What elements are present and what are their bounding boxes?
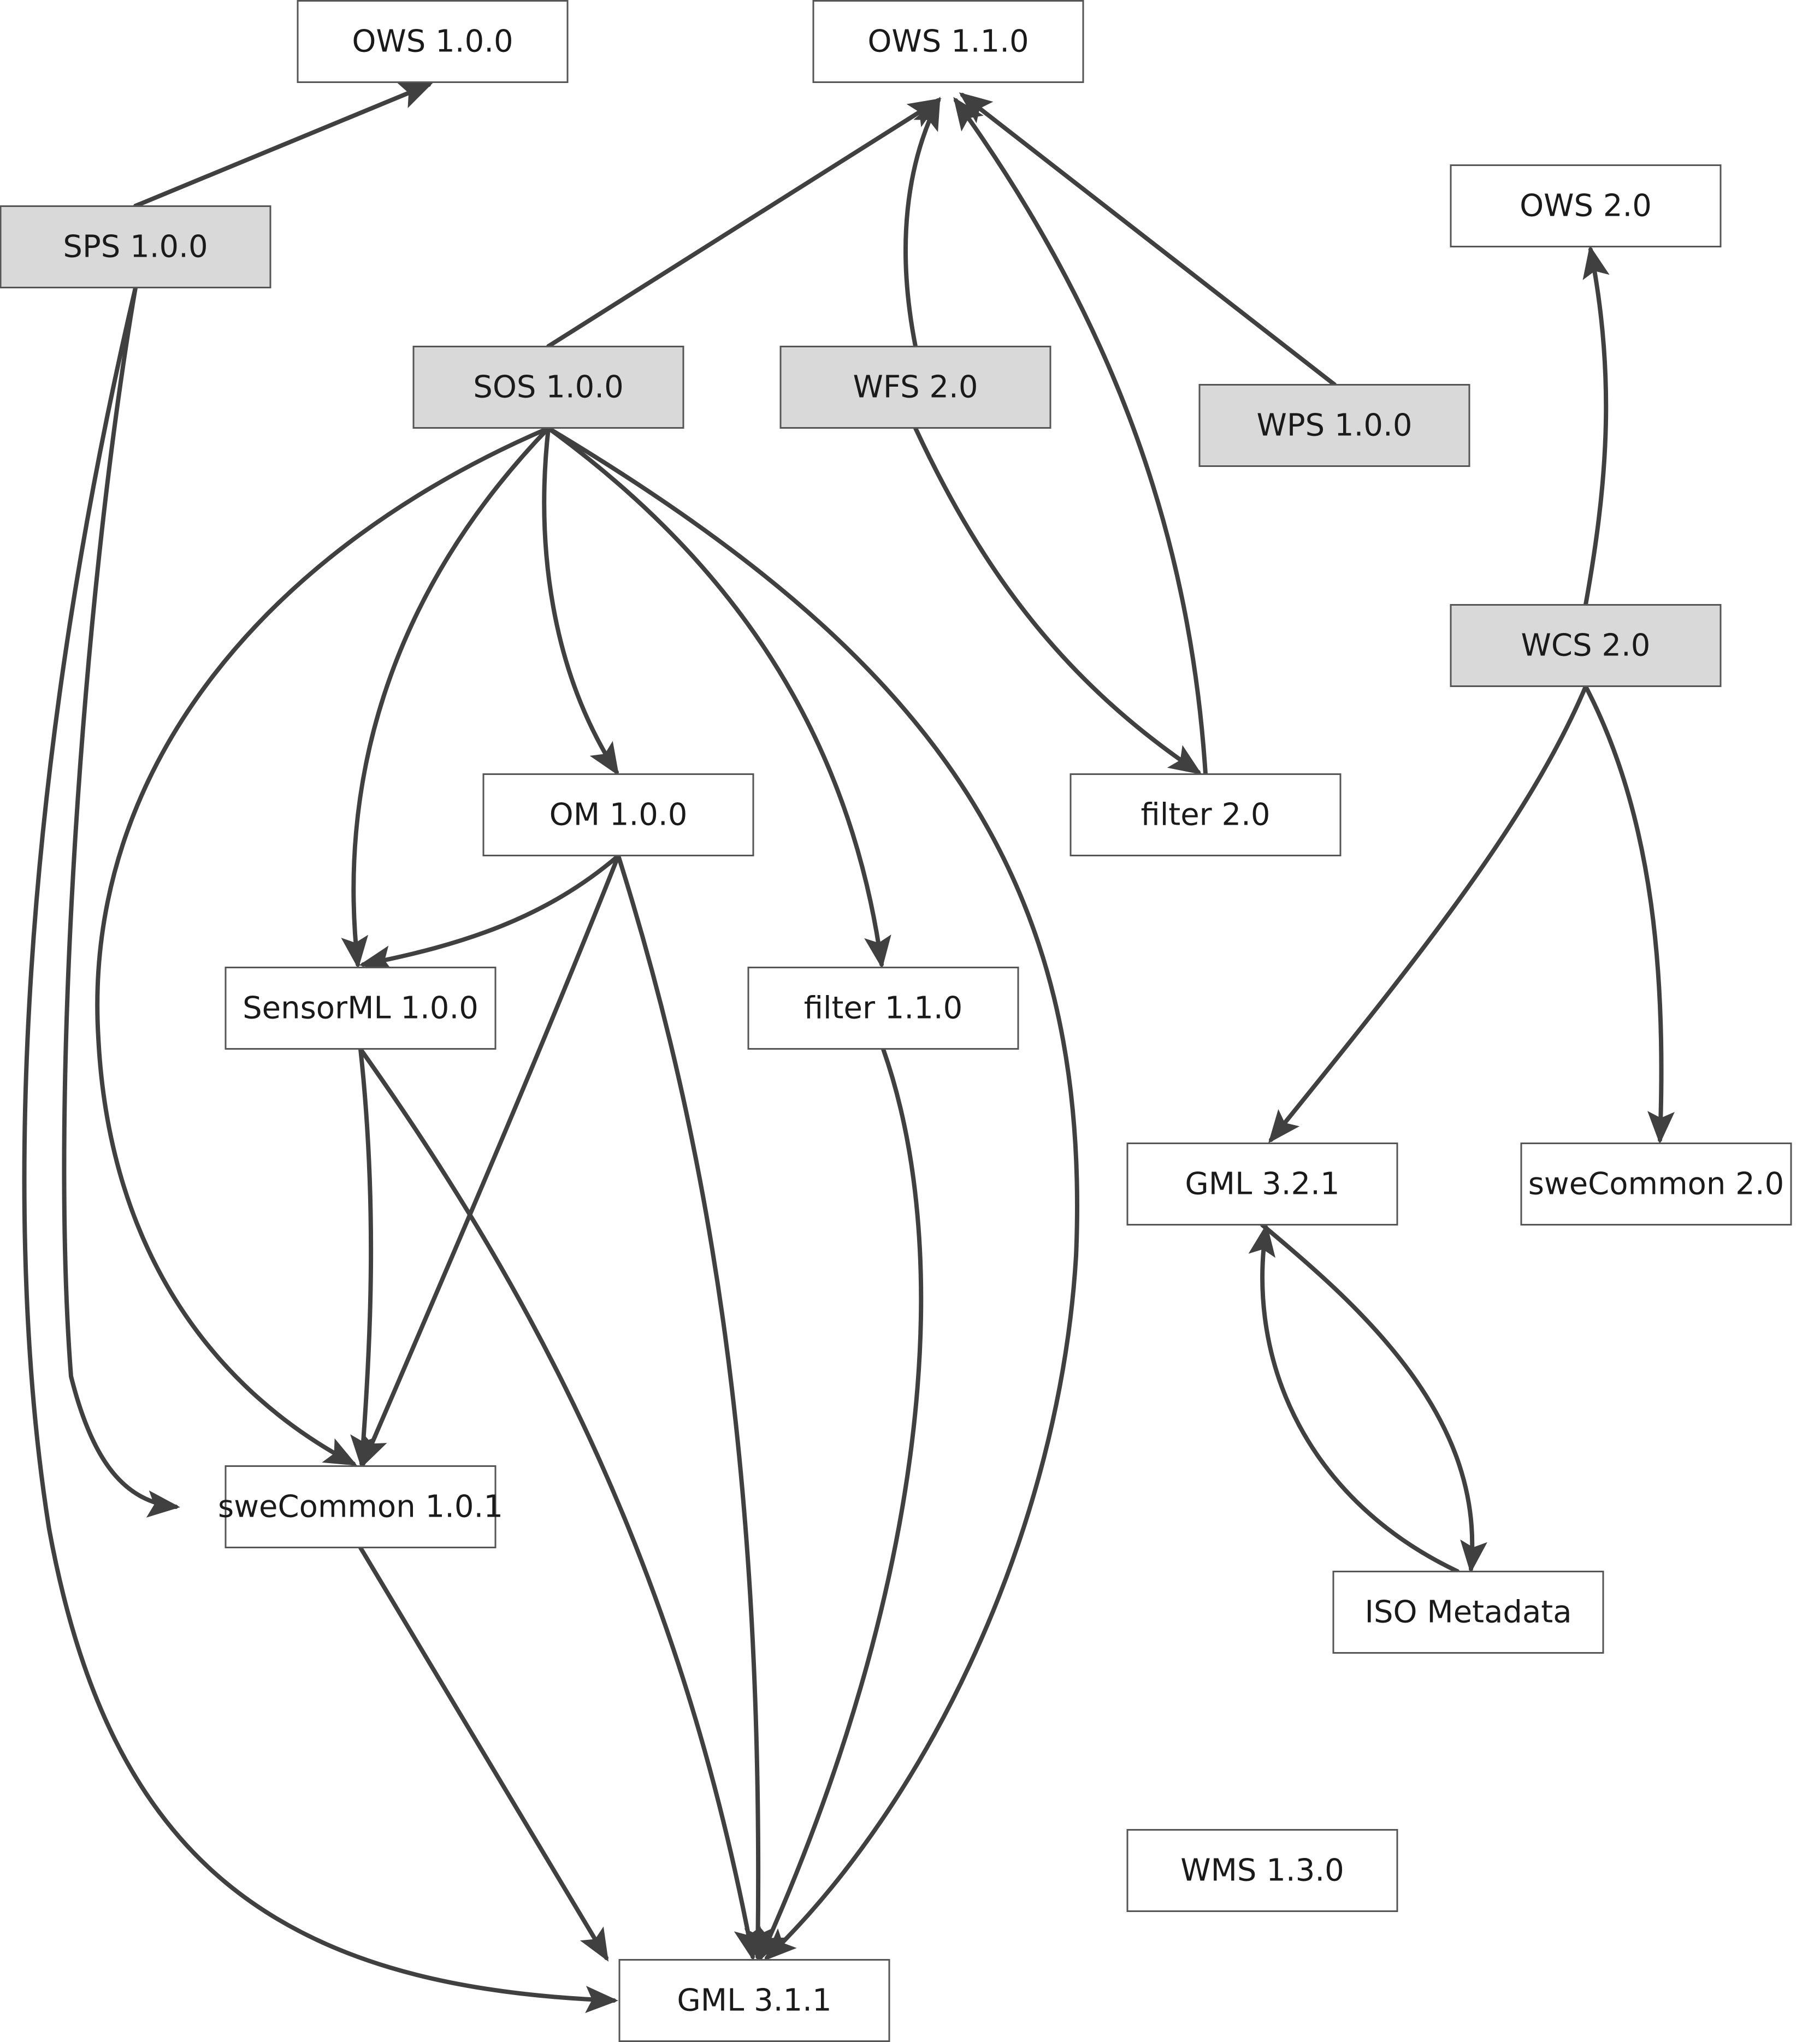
node-label: sweCommon 1.0.1 bbox=[218, 1489, 503, 1525]
node-box bbox=[0, 205, 271, 288]
node-label: SPS 1.0.0 bbox=[63, 229, 208, 265]
node-box bbox=[1450, 604, 1722, 687]
edge-sensorml100-to-swecommon101 bbox=[350, 1047, 377, 1468]
node-label: filter 2.0 bbox=[1141, 797, 1270, 833]
node-box bbox=[812, 0, 1084, 83]
edge-sos100-to-ows110 bbox=[546, 98, 942, 348]
node-box bbox=[747, 967, 1019, 1050]
node-box bbox=[412, 346, 684, 429]
node-box bbox=[482, 773, 754, 856]
node-wps100: WPS 1.0.0 bbox=[1198, 384, 1470, 467]
node-label: OM 1.0.0 bbox=[549, 797, 688, 833]
node-box bbox=[224, 1465, 497, 1548]
edge-sensorml100-to-gml311 bbox=[358, 1047, 761, 1961]
node-isometadata: ISO Metadata bbox=[1332, 1571, 1604, 1654]
node-label: OWS 1.0.0 bbox=[352, 24, 513, 60]
edge-sps100-to-gml311 bbox=[22, 286, 618, 2014]
node-box bbox=[1450, 164, 1722, 247]
node-wcs20: WCS 2.0 bbox=[1450, 604, 1722, 687]
edges bbox=[22, 82, 1675, 2014]
node-sensorml100: SensorML 1.0.0 bbox=[224, 967, 497, 1050]
node-label: filter 1.1.0 bbox=[804, 991, 963, 1026]
node-ows110: OWS 1.1.0 bbox=[812, 0, 1084, 83]
node-box bbox=[1126, 1143, 1398, 1226]
node-box bbox=[1332, 1571, 1604, 1654]
edge-sos100-to-swecommon101 bbox=[95, 426, 551, 1466]
node-label: SensorML 1.0.0 bbox=[243, 991, 478, 1026]
edge-wps100-to-ows110 bbox=[959, 92, 1337, 387]
node-box bbox=[779, 346, 1051, 429]
node-label: ISO Metadata bbox=[1364, 1595, 1571, 1630]
edge-wcs20-to-gml321 bbox=[1268, 684, 1588, 1144]
edge-isometadata-to-gml321 bbox=[1248, 1223, 1459, 1573]
node-ows100: OWS 1.0.0 bbox=[297, 0, 569, 83]
edge-om100-to-sensorml100 bbox=[359, 854, 621, 973]
node-om100: OM 1.0.0 bbox=[482, 773, 754, 856]
node-filter110: filter 1.1.0 bbox=[747, 967, 1019, 1050]
node-label: OWS 2.0 bbox=[1520, 188, 1652, 224]
node-box bbox=[224, 967, 497, 1050]
edge-wcs20-to-swecommon20 bbox=[1583, 684, 1675, 1144]
edge-filter20-to-ows110 bbox=[953, 97, 1208, 776]
edge-sos100-to-gml311 bbox=[546, 426, 1080, 1961]
node-gml321: GML 3.2.1 bbox=[1126, 1143, 1398, 1226]
edge-wcs20-to-ows20 bbox=[1582, 245, 1610, 607]
node-sps100: SPS 1.0.0 bbox=[0, 205, 271, 288]
edge-sos100-to-sensorml100 bbox=[341, 426, 551, 969]
node-label: sweCommon 2.0 bbox=[1528, 1167, 1784, 1202]
node-box bbox=[1126, 1829, 1398, 1912]
node-label: WMS 1.3.0 bbox=[1180, 1853, 1344, 1889]
node-wms130: WMS 1.3.0 bbox=[1126, 1829, 1398, 1912]
node-label: WFS 2.0 bbox=[853, 370, 978, 405]
edge-sps100-to-ows100 bbox=[133, 82, 433, 208]
node-box bbox=[618, 1959, 890, 2042]
node-swecommon20: sweCommon 2.0 bbox=[1520, 1143, 1792, 1226]
node-label: WPS 1.0.0 bbox=[1257, 408, 1413, 443]
edge-wfs20-to-ows110 bbox=[903, 96, 941, 348]
node-box bbox=[1069, 773, 1342, 856]
node-ows20: OWS 2.0 bbox=[1450, 164, 1722, 247]
node-box bbox=[1520, 1143, 1792, 1226]
node-label: WCS 2.0 bbox=[1521, 628, 1651, 664]
edge-sos100-to-filter110 bbox=[546, 426, 891, 969]
node-swecommon101: sweCommon 1.0.1 bbox=[218, 1465, 503, 1548]
edge-om100-to-swecommon101 bbox=[361, 854, 621, 1468]
node-label: OWS 1.1.0 bbox=[867, 24, 1029, 60]
node-filter20: filter 2.0 bbox=[1069, 773, 1342, 856]
edge-swecommon101-to-gml311 bbox=[358, 1546, 609, 1962]
edge-sps100-to-swecommon101 bbox=[62, 286, 180, 1518]
node-gml311: GML 3.1.1 bbox=[618, 1959, 890, 2042]
edge-sos100-to-om100 bbox=[542, 426, 619, 776]
node-wfs20: WFS 2.0 bbox=[779, 346, 1051, 429]
edge-wfs20-to-filter20 bbox=[913, 426, 1202, 775]
edge-om100-to-gml311 bbox=[616, 854, 772, 1961]
node-label: GML 3.1.1 bbox=[677, 1983, 831, 2019]
node-sos100: SOS 1.0.0 bbox=[412, 346, 684, 429]
edge-filter110-to-gml311 bbox=[758, 1047, 924, 1962]
node-box bbox=[1198, 384, 1470, 467]
node-label: SOS 1.0.0 bbox=[473, 370, 623, 405]
edge-gml321-to-isometadata bbox=[1260, 1223, 1487, 1573]
node-label: GML 3.2.1 bbox=[1185, 1167, 1339, 1202]
node-box bbox=[297, 0, 569, 83]
